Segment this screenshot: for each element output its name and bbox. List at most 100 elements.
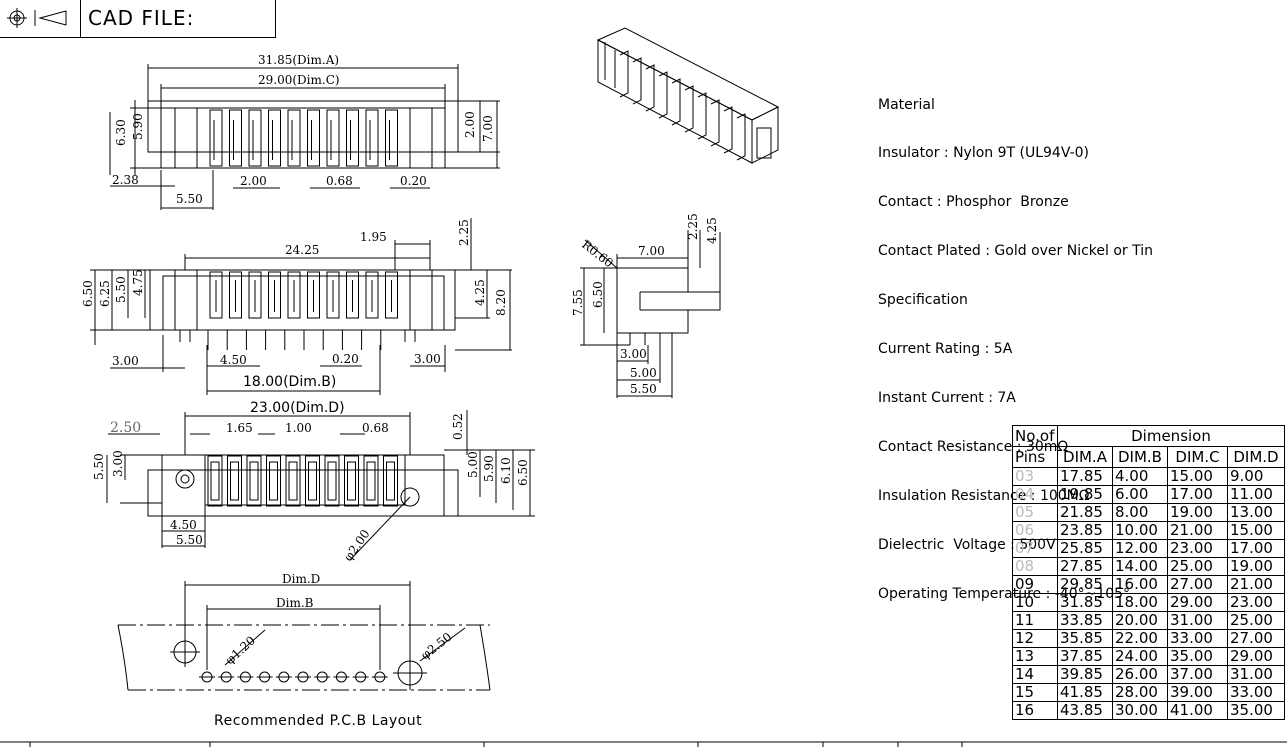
- bottom-view: [106, 410, 535, 561]
- front-view: [90, 218, 512, 395]
- pin-count-cell: 16: [1012, 701, 1058, 720]
- contact-pad-inner: [288, 461, 298, 501]
- contact-pad-inner: [308, 461, 317, 501]
- dimension-cell: 23.00: [1167, 539, 1228, 558]
- pin-count-cell: 13: [1012, 647, 1058, 666]
- pin-count-cell: 04: [1012, 485, 1058, 504]
- side-view: [580, 230, 721, 398]
- contact-pad-inner: [386, 461, 395, 501]
- contact-slot: [385, 271, 398, 319]
- contact-pad-inner: [366, 461, 376, 501]
- dim-label: 5.50: [114, 276, 128, 303]
- dimension-cell: 10.00: [1112, 521, 1168, 540]
- dimension-cell: 30.00: [1112, 701, 1168, 720]
- dim-label: 5.50: [630, 382, 657, 396]
- dimension-cell: 8.00: [1112, 503, 1168, 522]
- iso-slot: [736, 113, 746, 161]
- dimension-cell: 16.00: [1112, 575, 1168, 594]
- contact-slot: [209, 271, 223, 319]
- dim-label: 1.95: [360, 230, 387, 244]
- pin-count-cell: 03: [1012, 467, 1058, 486]
- dimension-cell: 31.00: [1227, 665, 1285, 684]
- contact-pad: [207, 455, 223, 507]
- dimension-cell: 13.00: [1227, 503, 1285, 522]
- contact-slot: [248, 271, 262, 319]
- dim-label: 6.30: [114, 119, 128, 146]
- dimension-cell: 26.00: [1112, 665, 1168, 684]
- dim-label: 4.50: [170, 518, 197, 532]
- dimension-cell: 39.00: [1167, 683, 1228, 702]
- dim-label: Dim.D: [282, 572, 320, 586]
- dimension-cell: 21.00: [1167, 521, 1228, 540]
- spec-line: Current Rating : 5A: [878, 341, 1013, 358]
- dim-label: 5.50: [176, 533, 203, 547]
- dim-label: 0.52: [451, 413, 465, 440]
- dimension-cell: 35.00: [1227, 701, 1285, 720]
- dimension-cell: 15.00: [1167, 467, 1228, 486]
- dim-label: 6.50: [516, 459, 530, 486]
- dimension-cell: 20.00: [1112, 611, 1168, 630]
- contact-slot: [229, 271, 242, 319]
- contact-slot: [248, 109, 262, 167]
- dim-d-label: 23.00(Dim.D): [250, 400, 345, 416]
- dimension-cell: 27.00: [1167, 575, 1228, 594]
- dimension-cell: 37.85: [1057, 647, 1113, 666]
- spec-line: Instant Current : 7A: [878, 389, 1016, 406]
- contact-pad-inner: [210, 461, 220, 501]
- pin-count-cell: 15: [1012, 683, 1058, 702]
- contact-slot: [365, 271, 379, 319]
- dimension-cell: 4.00: [1112, 467, 1168, 486]
- dim-label: Dim.B: [276, 596, 314, 610]
- dim-label: 3.00: [620, 347, 647, 361]
- dimension-cell: 27.00: [1227, 629, 1285, 648]
- dimension-cell: 23.85: [1057, 521, 1113, 540]
- dim-label: 1.00: [285, 421, 312, 435]
- column-header: DIM.D: [1227, 446, 1285, 468]
- dim-label: 3.00: [414, 352, 441, 366]
- dimension-cell: 18.00: [1112, 593, 1168, 612]
- iso-slot: [671, 78, 681, 126]
- projection-symbols: [0, 0, 81, 37]
- dimension-cell: 29.00: [1167, 593, 1228, 612]
- dimension-cell: 9.00: [1227, 467, 1285, 486]
- dim-label: 5.90: [482, 455, 496, 482]
- dim-label: 2.00: [463, 111, 477, 138]
- dim-label: 5.50: [92, 453, 106, 480]
- dimension-cell: 11.00: [1227, 485, 1285, 504]
- pin-count-cell: 12: [1012, 629, 1058, 648]
- pin-count-cell: 11: [1012, 611, 1058, 630]
- dimension-cell: 33.00: [1227, 683, 1285, 702]
- diameter-label: φ1.20: [223, 633, 258, 667]
- column-header: DIM.A: [1057, 446, 1113, 468]
- dimension-cell: 43.85: [1057, 701, 1113, 720]
- dimension-cell: 19.00: [1227, 557, 1285, 576]
- dim-label: 5.00: [630, 366, 657, 380]
- dimension-table: No.of Dimension Pins DIM.A DIM.B DIM.C D…: [1012, 425, 1285, 720]
- dimension-cell: 29.85: [1057, 575, 1113, 594]
- contact-pad: [227, 455, 242, 507]
- contact-slot: [385, 109, 398, 167]
- dim-label: 6.50: [591, 281, 605, 308]
- dimension-cell: 12.00: [1112, 539, 1168, 558]
- contact-pad: [305, 455, 320, 507]
- dim-label: 2.25: [686, 213, 700, 240]
- dim-label: 3.00: [112, 354, 139, 368]
- spec-line: Material: [878, 96, 935, 113]
- pins-header: No.of: [1012, 425, 1058, 447]
- dimension-cell: 22.00: [1112, 629, 1168, 648]
- pin-count-cell: 08: [1012, 557, 1058, 576]
- diameter-label: φ2.50: [418, 630, 454, 663]
- dim-label: 4.25: [705, 217, 719, 244]
- dimension-cell: 31.85: [1057, 593, 1113, 612]
- title-block: [0, 0, 276, 38]
- dimension-cell: 31.00: [1167, 611, 1228, 630]
